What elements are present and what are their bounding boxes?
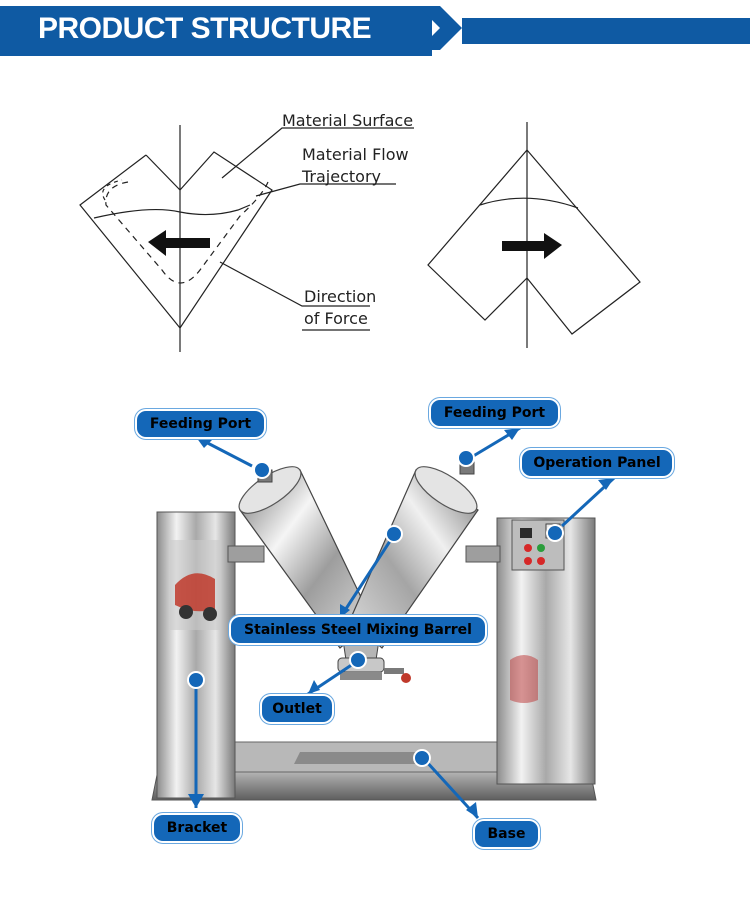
page-title: PRODUCT STRUCTURE <box>38 12 372 45</box>
material-surface-leader <box>221 127 414 179</box>
callout-outlet: Outlet <box>262 696 332 722</box>
right-bracket <box>496 517 596 785</box>
label-trajectory: Trajectory <box>301 167 381 186</box>
outlet-valve <box>337 657 411 683</box>
label-direction: Direction <box>304 287 376 306</box>
right-material-surface <box>479 197 579 209</box>
arrow-mixing-barrel <box>338 537 394 619</box>
callout-feeding-port-left: Feeding Port <box>137 411 264 437</box>
label-material-surface: Material Surface <box>282 111 413 130</box>
left-shaft <box>227 545 265 563</box>
label-of-force: of Force <box>304 309 368 328</box>
left-material-surface <box>93 204 251 219</box>
right-shaft <box>465 545 501 563</box>
label-material-flow: Material Flow <box>302 145 409 164</box>
flow-trajectory-leader <box>255 183 396 197</box>
direction-leader <box>219 261 370 307</box>
right-arrow-icon <box>502 233 562 259</box>
callout-base: Base <box>475 821 538 847</box>
machine-illustration <box>151 426 616 820</box>
callout-feeding-port-right: Feeding Port <box>431 400 558 426</box>
left-arrow-icon <box>148 230 210 256</box>
callout-mixing-barrel: Stainless Steel Mixing Barrel <box>231 617 485 643</box>
left-flow-trajectory <box>105 181 269 284</box>
left-v-outline <box>79 151 273 330</box>
callout-operation-panel: Operation Panel <box>522 450 672 476</box>
principle-diagram: Material Surface Material Flow Trajector… <box>79 111 641 352</box>
right-v-outline <box>427 149 641 335</box>
callout-bracket: Bracket <box>154 815 240 841</box>
header-band <box>0 0 750 56</box>
